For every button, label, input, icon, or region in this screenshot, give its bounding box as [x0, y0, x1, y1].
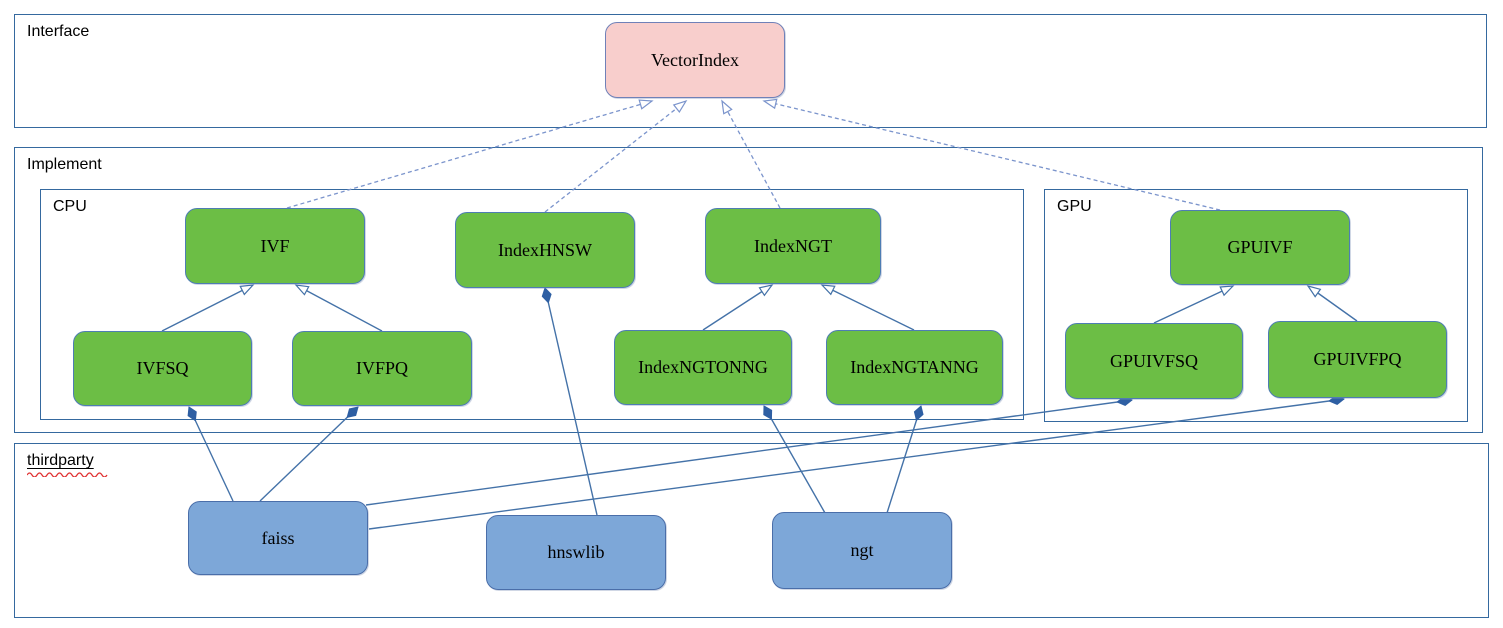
node-gpuivfpq-label: GPUIVFPQ [1313, 349, 1402, 369]
container-cpu-label: CPU [53, 198, 87, 215]
node-hnswlib[interactable]: hnswlib [486, 515, 666, 590]
node-ivf[interactable]: IVF [185, 208, 365, 284]
container-implement-label: Implement [27, 156, 102, 173]
node-indexngt[interactable]: IndexNGT [705, 208, 881, 284]
node-indexngtonng-label: IndexNGTONNG [638, 357, 768, 377]
node-ivfsq[interactable]: IVFSQ [73, 331, 252, 406]
node-vectorindex[interactable]: VectorIndex [605, 22, 785, 98]
node-indexhnsw[interactable]: IndexHNSW [455, 212, 635, 288]
node-gpuivfsq-label: GPUIVFSQ [1109, 350, 1199, 371]
node-gpuivfpq[interactable]: GPUIVFPQ [1268, 321, 1447, 398]
node-ngt-label: ngt [850, 540, 874, 560]
node-indexngtanng-label: IndexNGTANNG [850, 357, 979, 377]
node-gpuivf[interactable]: GPUIVF [1170, 210, 1350, 285]
node-faiss[interactable]: faiss [188, 501, 368, 575]
spellcheck-squiggle-icon [27, 472, 108, 477]
node-gpuivfsq[interactable]: GPUIVFSQ [1065, 323, 1243, 399]
container-interface-label: Interface [27, 23, 90, 40]
node-indexngtanng[interactable]: IndexNGTANNG [826, 330, 1003, 405]
node-indexngtonng[interactable]: IndexNGTONNG [614, 330, 792, 405]
node-gpuivf-label: GPUIVF [1227, 237, 1293, 257]
node-ivfpq-label: IVFPQ [355, 358, 408, 378]
node-hnswlib-label: hnswlib [547, 542, 605, 562]
node-indexngt-label: IndexNGT [754, 235, 832, 256]
container-thirdparty-label: thirdparty [27, 452, 108, 477]
node-indexhnsw-label: IndexHNSW [498, 239, 592, 260]
node-ivfpq[interactable]: IVFPQ [292, 331, 472, 406]
node-ivf-label: IVF [260, 235, 290, 256]
container-gpu-label: GPU [1057, 198, 1092, 215]
node-vectorindex-label: VectorIndex [651, 49, 739, 70]
node-ngt[interactable]: ngt [772, 512, 952, 589]
node-ivfsq-label: IVFSQ [136, 358, 189, 378]
node-faiss-label: faiss [261, 527, 295, 548]
